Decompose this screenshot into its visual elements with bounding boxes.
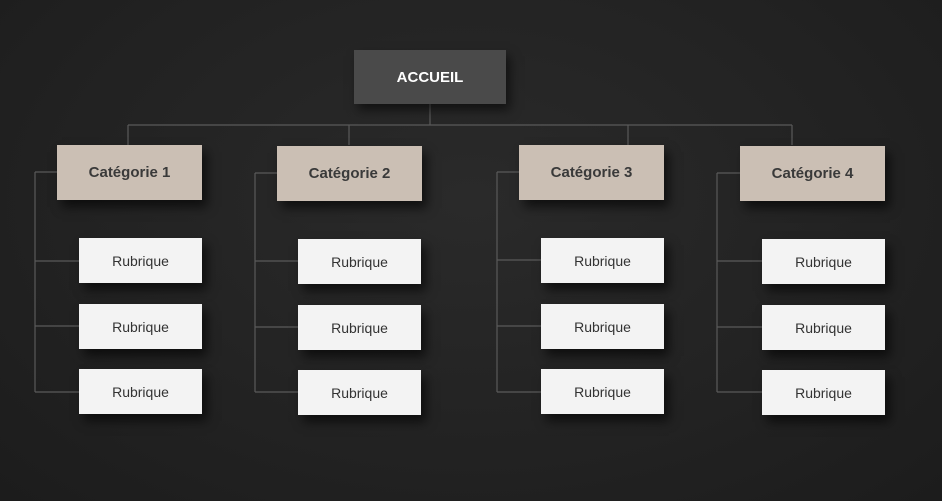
root-label: ACCUEIL (396, 68, 464, 86)
rubric-node: Rubrique (762, 239, 885, 284)
rubric-node: Rubrique (762, 305, 885, 350)
category-node-2: Catégorie 2 (277, 146, 422, 201)
rubric-label: Rubrique (112, 252, 169, 269)
rubric-label: Rubrique (574, 383, 631, 400)
rubric-label: Rubrique (574, 318, 631, 335)
category-label: Catégorie 2 (308, 165, 391, 182)
rubric-label: Rubrique (795, 253, 852, 270)
rubric-node: Rubrique (298, 370, 421, 415)
rubric-label: Rubrique (112, 383, 169, 400)
rubric-node: Rubrique (298, 305, 421, 350)
category-node-1: Catégorie 1 (57, 145, 202, 200)
root-node: ACCUEIL (354, 50, 506, 104)
rubric-node: Rubrique (79, 238, 202, 283)
rubric-label: Rubrique (795, 384, 852, 401)
rubric-label: Rubrique (112, 318, 169, 335)
rubric-node: Rubrique (79, 304, 202, 349)
rubric-node: Rubrique (298, 239, 421, 284)
rubric-label: Rubrique (331, 319, 388, 336)
category-label: Catégorie 1 (88, 164, 171, 181)
category-label: Catégorie 3 (550, 164, 633, 181)
category-node-3: Catégorie 3 (519, 145, 664, 200)
rubric-label: Rubrique (795, 319, 852, 336)
rubric-label: Rubrique (331, 384, 388, 401)
rubric-node: Rubrique (541, 304, 664, 349)
rubric-node: Rubrique (541, 369, 664, 414)
rubric-node: Rubrique (762, 370, 885, 415)
rubric-node: Rubrique (541, 238, 664, 283)
rubric-label: Rubrique (331, 253, 388, 270)
rubric-label: Rubrique (574, 252, 631, 269)
category-label: Catégorie 4 (771, 165, 854, 182)
rubric-node: Rubrique (79, 369, 202, 414)
category-node-4: Catégorie 4 (740, 146, 885, 201)
